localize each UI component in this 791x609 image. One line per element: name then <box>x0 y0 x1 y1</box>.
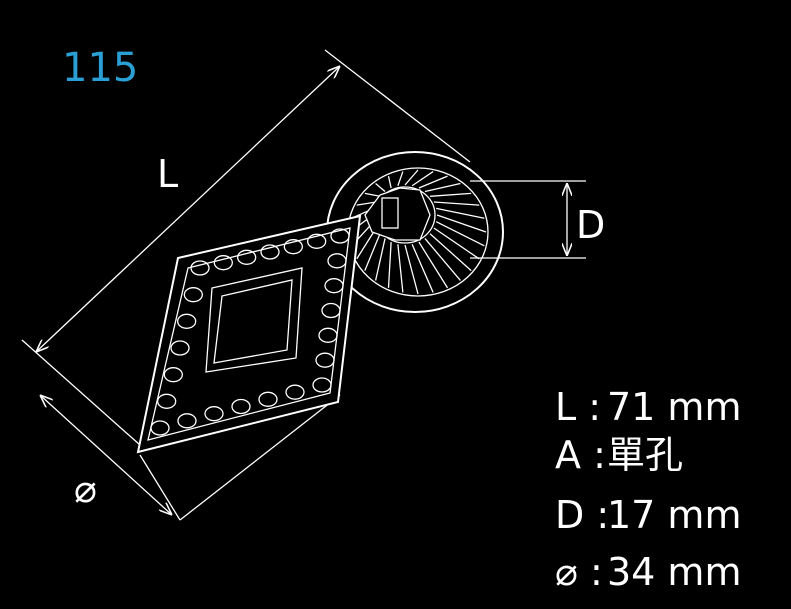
petal-line <box>356 227 377 260</box>
gem-icon <box>163 367 183 383</box>
rosette-base <box>326 151 504 313</box>
petal-line <box>429 192 472 197</box>
extension-line <box>179 394 341 521</box>
petal-line <box>404 169 419 186</box>
spec-key: D : <box>555 493 610 537</box>
spec-value: 單孔 <box>607 433 684 477</box>
extension-line <box>139 454 181 521</box>
petal-line <box>356 201 377 206</box>
petal-line <box>387 175 392 189</box>
gem-icon <box>327 253 347 269</box>
petal-line <box>411 171 434 187</box>
spec-key: A : <box>555 433 606 477</box>
gem-icon <box>285 384 305 400</box>
spec-depth: D :17 mm <box>555 496 741 534</box>
spec-value: 71 mm <box>607 385 742 429</box>
gem-icon <box>190 260 210 276</box>
gem-icon <box>157 393 177 409</box>
spec-diameter: ⌀ :34 mm <box>555 553 741 591</box>
petal-line <box>387 241 392 288</box>
petal-line <box>364 233 381 271</box>
gem-icon <box>324 278 344 294</box>
gem-icon <box>204 406 224 422</box>
spec-key: L : <box>555 385 602 429</box>
gem-icon <box>307 233 327 249</box>
petal-line <box>435 221 485 247</box>
model-number: 115 <box>62 45 139 91</box>
spec-key: ⌀ : <box>555 550 603 594</box>
petal-line <box>374 238 386 281</box>
petal-line <box>436 214 487 233</box>
petal-line <box>418 241 449 289</box>
gem-icon <box>150 420 170 436</box>
length-dimension-line <box>36 66 340 352</box>
gem-icon <box>231 398 251 415</box>
petal-line <box>433 227 480 260</box>
petal-line <box>364 192 381 197</box>
gem-icon <box>170 340 190 356</box>
depth-label: D <box>576 203 606 247</box>
gem-icon <box>315 352 335 368</box>
spec-value: 34 mm <box>607 550 742 594</box>
gem-icon <box>318 327 338 343</box>
gem-icon <box>183 287 203 303</box>
gem-icon <box>258 391 278 407</box>
gem-icon <box>330 228 350 244</box>
gem-icon <box>213 255 233 271</box>
diameter-label: ⌀ <box>74 467 97 511</box>
gem-icon <box>177 413 197 429</box>
gem-icon <box>321 302 341 319</box>
diameter-dimension-line <box>40 395 172 515</box>
petal-line <box>397 244 404 293</box>
extension-line <box>324 49 471 163</box>
petal-line <box>404 244 419 295</box>
petal-line <box>418 175 448 189</box>
petal-line <box>375 183 386 193</box>
petal-line <box>436 207 485 219</box>
handle-post <box>364 187 431 241</box>
gem-icon <box>312 377 332 393</box>
spec-length: L :71 mm <box>555 388 741 426</box>
petal-line <box>429 233 472 272</box>
petal-line <box>411 243 434 293</box>
length-label: L <box>157 152 179 196</box>
spec-value: 17 mm <box>607 493 742 537</box>
spec-holes: A :單孔 <box>555 436 683 474</box>
gem-icon <box>237 249 257 265</box>
gem-icon <box>260 244 280 260</box>
gem-icon <box>283 239 303 255</box>
diamond-plate <box>136 214 362 454</box>
extension-line <box>21 339 141 446</box>
petal-line <box>424 238 461 281</box>
gem-icon <box>177 313 197 329</box>
petal-line <box>397 171 404 186</box>
petal-line <box>424 182 461 193</box>
petal-line <box>433 201 480 206</box>
